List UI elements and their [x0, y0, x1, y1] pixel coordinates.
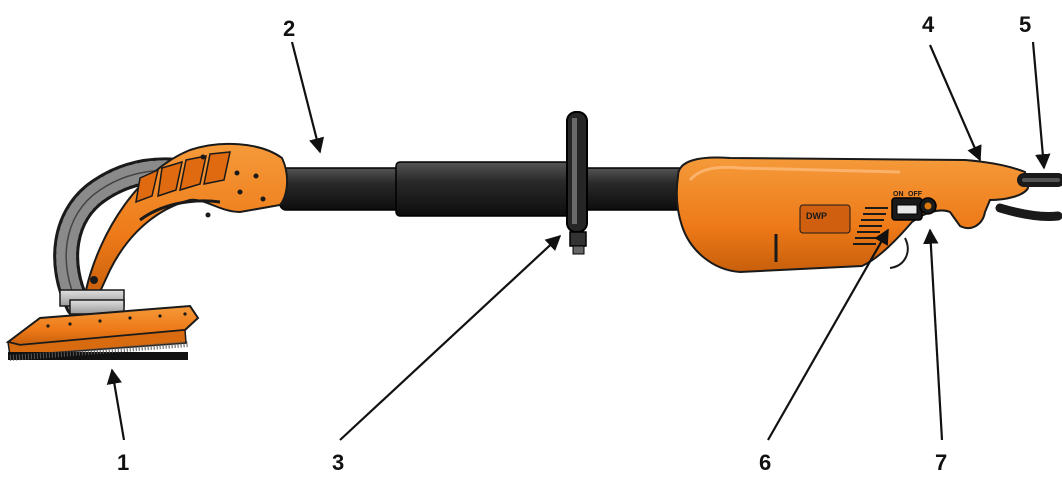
logo-text: DWP: [806, 211, 827, 221]
callout-4: 4: [922, 12, 935, 37]
extension-tube: [279, 161, 710, 217]
speed-control-dial: [919, 197, 937, 215]
callout-5: 5: [1019, 12, 1032, 37]
leader-4: [928, 44, 982, 162]
callout-7: 7: [935, 450, 948, 475]
switch-off-label: OFF: [908, 191, 923, 198]
leader-3: [339, 234, 562, 441]
leader-7: [923, 228, 944, 441]
callout-1: 1: [117, 450, 130, 475]
leader-lines: [106, 41, 1051, 441]
callout-6: 6: [759, 450, 772, 475]
motor-housing: DWP: [675, 156, 1030, 274]
callout-2: 2: [283, 16, 296, 41]
power-cord: [995, 173, 1062, 221]
leader-6: [767, 228, 889, 441]
leader-5: [1031, 41, 1051, 170]
switch-on-label: ON: [893, 191, 904, 198]
tube-clamp: [566, 111, 588, 255]
callout-3: 3: [332, 450, 345, 475]
sanding-head: [5, 289, 200, 361]
on-off-switch: ON OFF: [891, 191, 923, 221]
leader-2: [290, 41, 325, 154]
leader-1: [106, 368, 126, 441]
head-arm: [84, 142, 288, 298]
